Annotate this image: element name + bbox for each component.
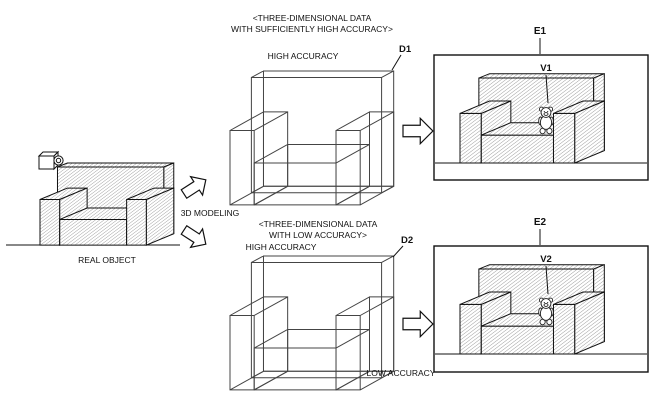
d1-ref-label: D1 xyxy=(399,44,412,55)
bottom-high-accuracy-label: HIGH ACCURACY xyxy=(246,242,317,252)
v2-ref-label: V2 xyxy=(540,254,552,265)
display-e1: E1 V1 xyxy=(433,26,649,181)
real-object-couch xyxy=(39,162,175,246)
modeling-arrow-down-icon xyxy=(177,220,213,254)
real-object-section: REAL OBJECT xyxy=(6,151,180,265)
wireframe-couch-high-accuracy xyxy=(229,70,395,206)
d2-ref-label: D2 xyxy=(401,235,413,246)
d1-leader-line xyxy=(391,54,402,71)
v1-leader-line xyxy=(545,74,549,104)
rendered-couch-e2 xyxy=(459,264,605,355)
real-object-label: REAL OBJECT xyxy=(78,255,136,265)
v1-ref-label: V1 xyxy=(540,63,552,74)
bottom-low-accuracy-label: LOW ACCURACY xyxy=(367,368,436,378)
render-arrow-bottom-icon xyxy=(402,310,434,338)
e1-ref-label: E1 xyxy=(534,26,547,37)
bottom-branch: <THREE-DIMENSIONAL DATA WITH LOW ACCURAC… xyxy=(229,217,649,391)
bottom-header-line2: WITH LOW ACCURACY> xyxy=(269,230,367,240)
bottom-header-line1: <THREE-DIMENSIONAL DATA xyxy=(259,219,378,229)
display-e2: E2 V2 xyxy=(433,217,649,373)
top-branch: <THREE-DIMENSIONAL DATA WITH SUFFICIENTL… xyxy=(229,13,649,206)
modeling-arrow-up-icon xyxy=(177,170,213,204)
v2-leader-line xyxy=(545,265,549,295)
top-high-accuracy-label: HIGH ACCURACY xyxy=(268,51,339,61)
d2-leader-line xyxy=(392,245,404,258)
render-arrow-top-icon xyxy=(402,117,434,145)
e2-ref-label: E2 xyxy=(534,217,547,228)
top-header-line2: WITH SUFFICIENTLY HIGH ACCURACY> xyxy=(231,24,393,34)
modeling-section: 3D MODELING xyxy=(177,170,240,254)
rendered-couch-e1 xyxy=(459,73,605,164)
top-header-line1: <THREE-DIMENSIONAL DATA xyxy=(253,13,372,23)
modeling-label: 3D MODELING xyxy=(181,208,240,218)
